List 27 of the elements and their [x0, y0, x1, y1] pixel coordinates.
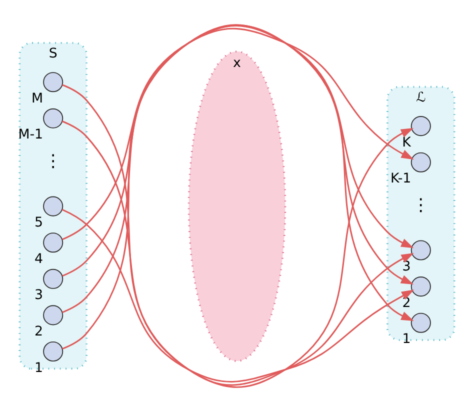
node-label: 1	[34, 360, 44, 376]
node-label: M-1	[18, 127, 44, 142]
node-label: 4	[34, 251, 44, 266]
node-ellipse: x	[188, 50, 286, 362]
arrow	[62, 27, 414, 240]
node-label: M	[32, 90, 44, 106]
node-circle	[43, 304, 64, 325]
node-label: 1	[402, 332, 411, 347]
arrow	[62, 208, 414, 382]
node-label: 3	[34, 288, 44, 303]
node-label: 5	[34, 215, 44, 230]
node-label: K-1	[390, 171, 412, 186]
node-circle	[410, 152, 431, 172]
node-circle	[43, 268, 64, 288]
node-circle	[410, 116, 431, 136]
label: ⋮	[412, 194, 430, 215]
node-circle	[410, 312, 431, 332]
node-circle	[410, 276, 431, 296]
node-circle	[43, 72, 64, 92]
node-circle	[43, 232, 64, 252]
node-circle	[43, 108, 64, 128]
node-circle	[43, 196, 64, 216]
node-circle	[410, 240, 431, 260]
node-label: 2	[34, 324, 44, 339]
label: ⋮	[44, 151, 62, 172]
node-label: K	[402, 134, 411, 150]
node-circle	[43, 340, 64, 362]
